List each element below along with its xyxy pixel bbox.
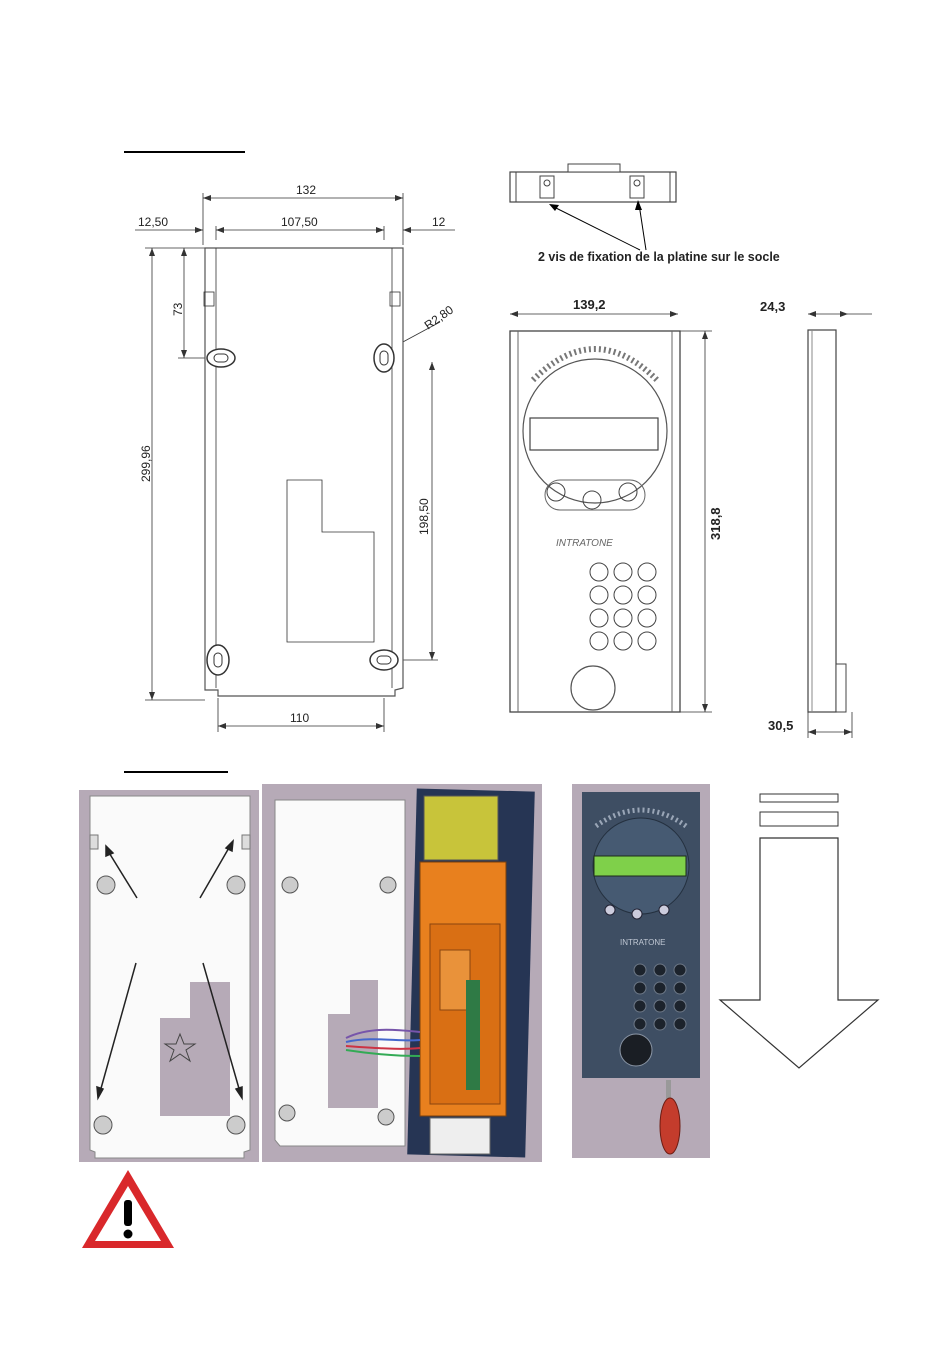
- photo-base-mount-points: [79, 790, 259, 1162]
- base-dimension-drawing: 132 107,50 12,50 12 299,96 73 198,50 R2,…: [120, 180, 460, 740]
- dim-side-bottom: 30,5: [768, 718, 793, 733]
- warning-triangle-icon: [78, 1166, 178, 1252]
- section-title-underline-top: [124, 151, 245, 153]
- section-title-underline-bottom: [124, 771, 228, 773]
- screw-callout-arrows: [540, 196, 660, 252]
- down-arrow-icon: [716, 790, 886, 1075]
- base-outline: [205, 248, 403, 696]
- dim-width-inner: 107,50: [281, 215, 318, 229]
- dim-bottom-width: 110: [290, 711, 309, 725]
- dim-right-margin: 12: [432, 215, 446, 229]
- screws-caption: 2 vis de fixation de la platine sur le s…: [538, 250, 780, 264]
- plate-brand-logo: INTRATONE: [556, 538, 613, 549]
- dim-side-top: 24,3: [760, 299, 785, 314]
- dim-hole-spacing: 198,50: [417, 498, 431, 535]
- dim-height-total: 299,96: [139, 445, 153, 482]
- dim-top-hole: 73: [171, 302, 185, 316]
- dim-width-total: 132: [296, 183, 316, 197]
- photo-mounted-panel: INTRATONE: [572, 784, 710, 1158]
- plate-front-drawing: 139,2 318,8 INTRATONE: [500, 290, 740, 740]
- dim-radius: R2,80: [422, 302, 457, 332]
- dim-plate-width: 139,2: [573, 297, 606, 312]
- plate-side-drawing: 24,3 30,5: [750, 290, 890, 740]
- panel-brand: INTRATONE: [620, 938, 665, 947]
- dim-left-margin: 12,50: [138, 215, 168, 229]
- dim-plate-height: 318,8: [708, 507, 723, 540]
- photo-base-with-module: [262, 784, 542, 1162]
